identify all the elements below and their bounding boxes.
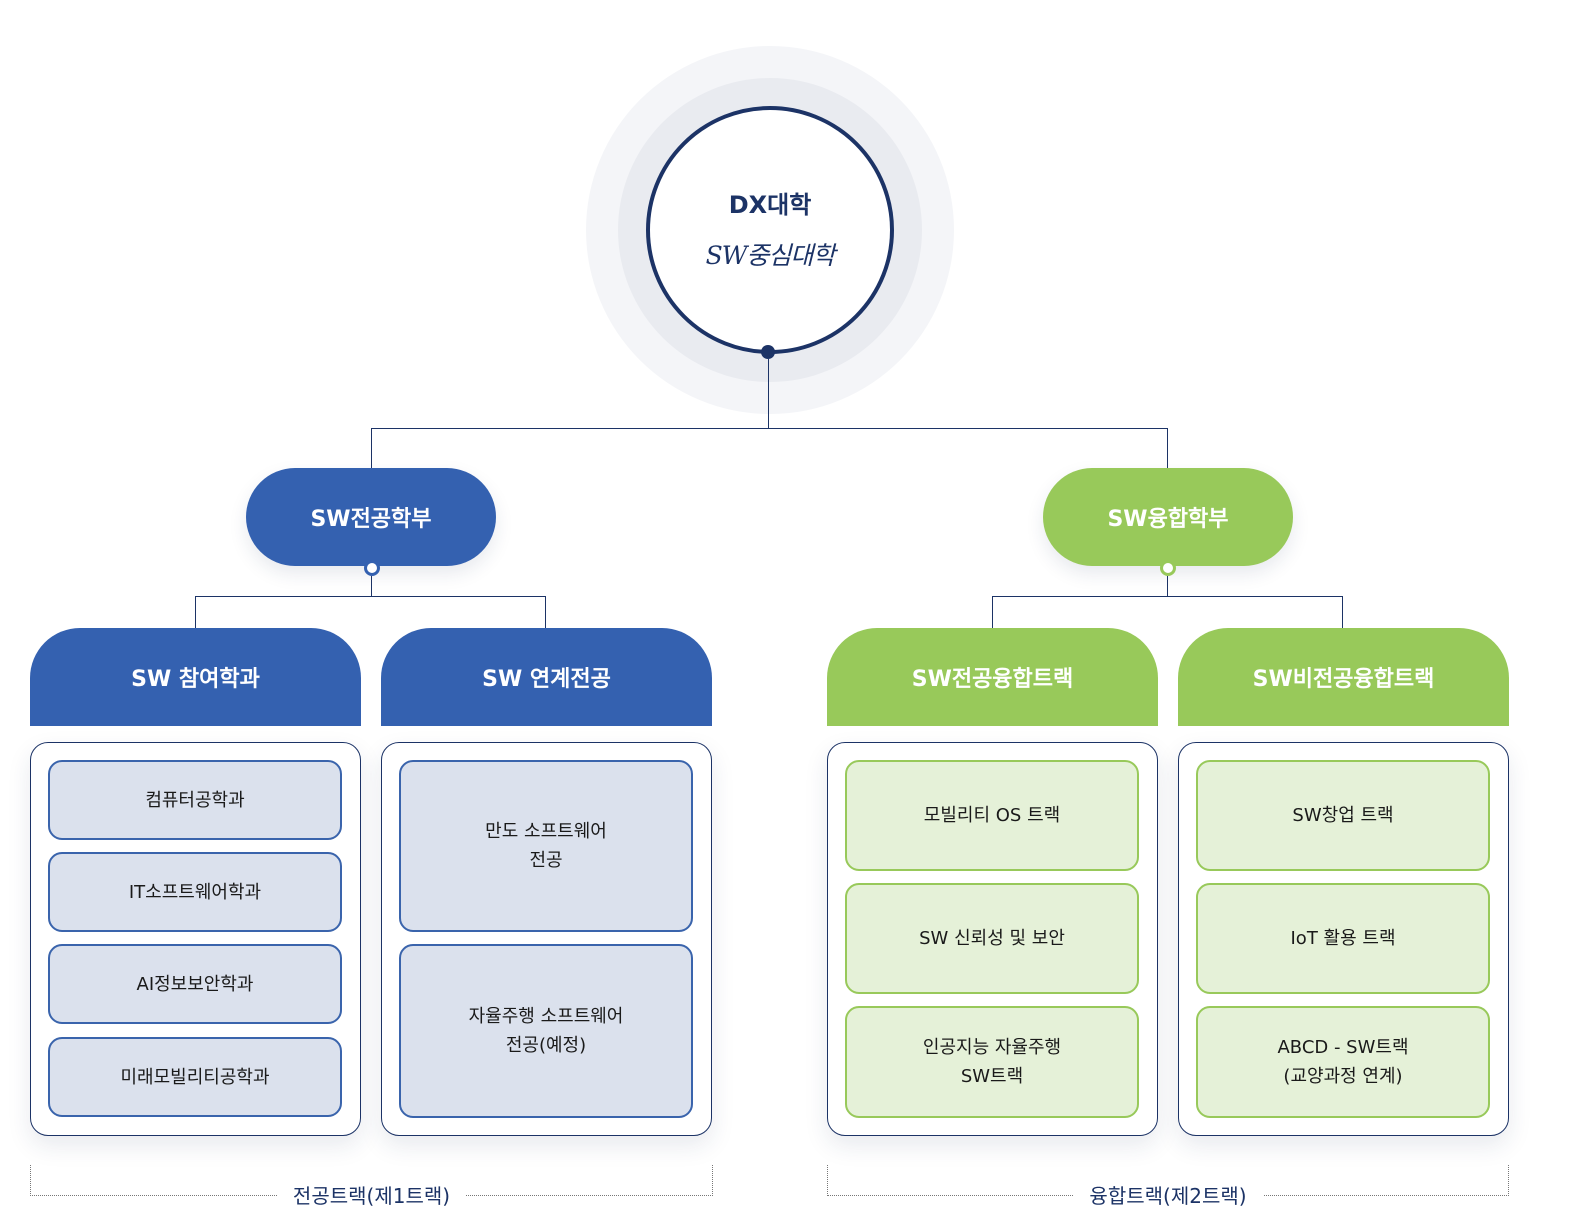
track-item: 인공지능 자율주행 SW트랙	[845, 1006, 1139, 1118]
connector-school-1-down	[371, 576, 372, 596]
connector-school-2-down	[1167, 576, 1168, 596]
school-2-connector-dot	[1160, 560, 1176, 576]
connector-school-2-horizontal	[992, 596, 1343, 597]
tab-sw-major-convergence-track: SW전공융합트랙	[827, 628, 1158, 726]
label-major-track: 전공트랙(제1트랙)	[276, 1180, 467, 1209]
root-subtitle: SW중심대학	[705, 240, 836, 270]
connector-to-col-2	[545, 596, 546, 628]
track-item: 모빌리티 OS 트랙	[845, 760, 1139, 871]
tab-sw-linked-major: SW 연계전공	[381, 628, 712, 726]
track-item: SW 신뢰성 및 보안	[845, 883, 1139, 994]
dept-item: IT소프트웨어학과	[48, 852, 342, 932]
root-title: DX대학	[728, 190, 812, 219]
school-sw-convergence: SW융합학부	[1043, 468, 1293, 566]
track-item: IoT 활용 트랙	[1196, 883, 1490, 994]
connector-to-col-3	[992, 596, 993, 628]
root-connector-dot	[761, 345, 775, 359]
tab-sw-participating-depts: SW 참여학과	[30, 628, 361, 726]
linked-major-item: 자율주행 소프트웨어 전공(예정)	[399, 944, 693, 1118]
dept-item: 컴퓨터공학과	[48, 760, 342, 840]
connector-root-horizontal	[371, 428, 1168, 429]
label-convergence-track: 융합트랙(제2트랙)	[1073, 1180, 1263, 1209]
track-item: SW창업 트랙	[1196, 760, 1490, 871]
connector-root-down	[768, 359, 769, 428]
track-item: ABCD - SW트랙 (교양과정 연계)	[1196, 1006, 1490, 1118]
connector-to-school-2	[1167, 428, 1168, 468]
label-convergence-track-wrap: 융합트랙(제2트랙)	[827, 1180, 1509, 1209]
connector-school-1-horizontal	[195, 596, 546, 597]
dept-item: AI정보보안학과	[48, 944, 342, 1024]
root-node: DX대학 SW중심대학	[646, 106, 894, 354]
label-major-track-wrap: 전공트랙(제1트랙)	[30, 1180, 713, 1209]
school-sw-major: SW전공학부	[246, 468, 496, 566]
dept-item: 미래모빌리티공학과	[48, 1037, 342, 1117]
school-1-connector-dot	[364, 560, 380, 576]
connector-to-col-1	[195, 596, 196, 628]
linked-major-item: 만도 소프트웨어 전공	[399, 760, 693, 932]
tab-sw-nonmajor-convergence-track: SW비전공융합트랙	[1178, 628, 1509, 726]
connector-to-school-1	[371, 428, 372, 468]
connector-to-col-4	[1342, 596, 1343, 628]
